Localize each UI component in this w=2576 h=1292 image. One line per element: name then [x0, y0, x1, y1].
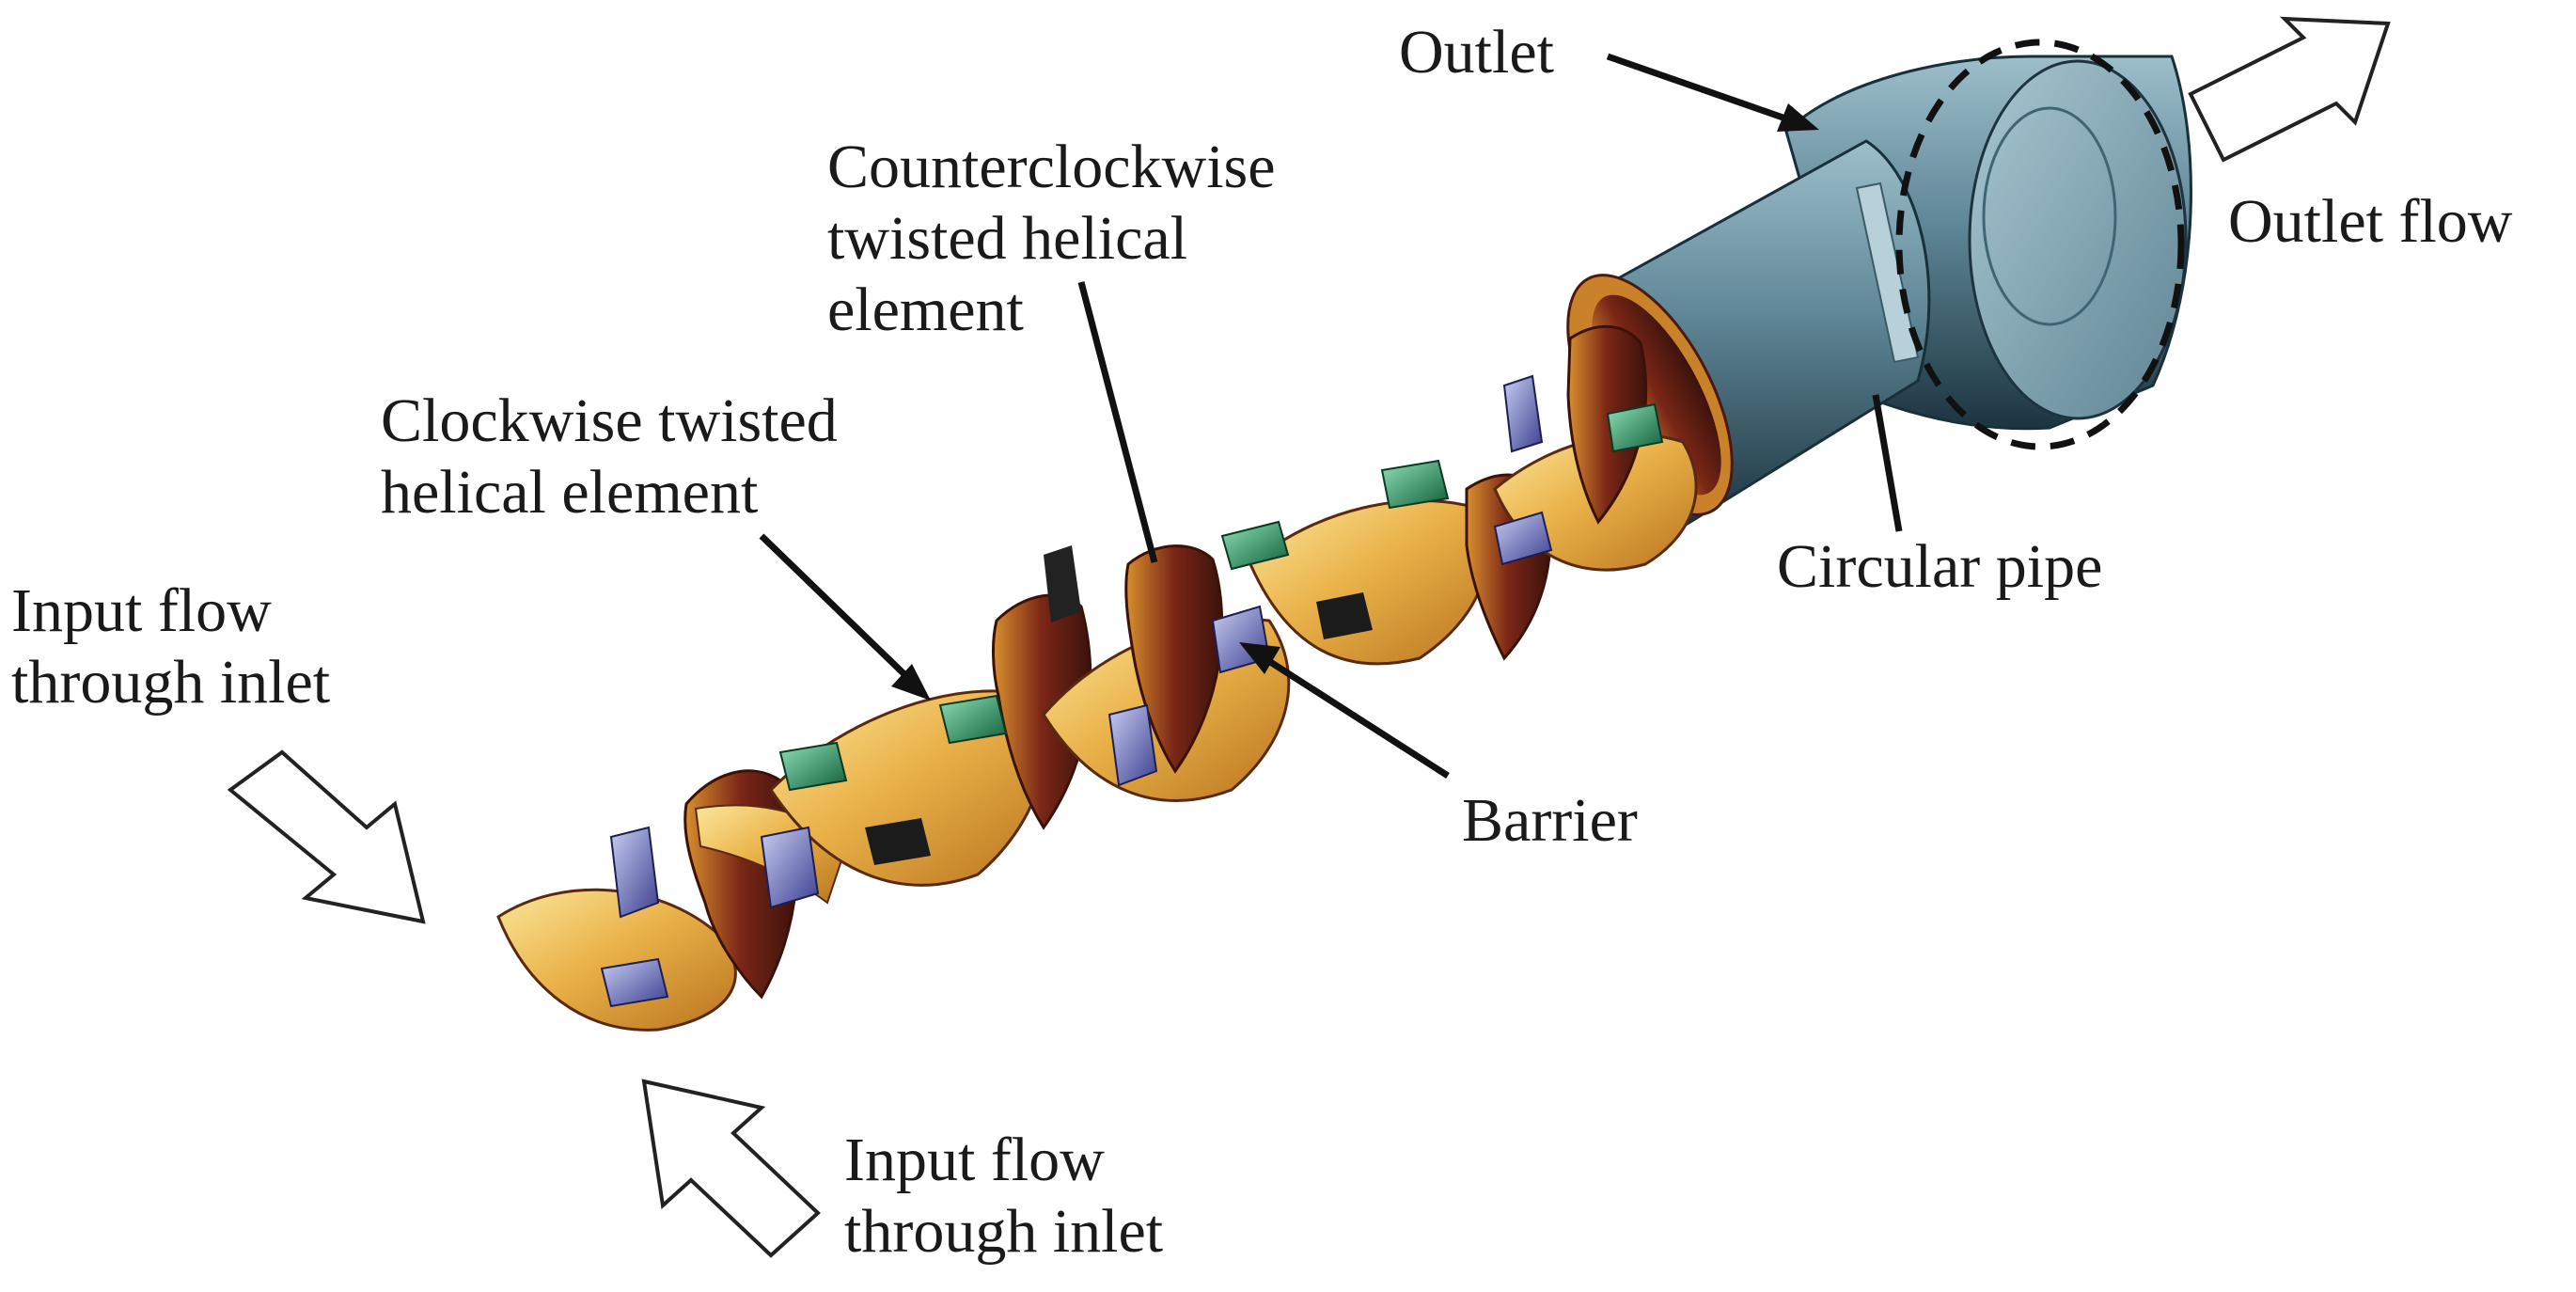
- label-circular-pipe-text: Circular pipe: [1777, 532, 2103, 601]
- label-input-flow-bottom: Input flow through inlet: [844, 1125, 1163, 1268]
- outlet-face: [1968, 59, 2188, 420]
- outlet-highlight-circle: [1895, 39, 2185, 450]
- label-circular-pipe: Circular pipe: [1777, 531, 2102, 603]
- label-ccw-line3: element: [827, 276, 1024, 344]
- label-barrier-text: Barrier: [1462, 786, 1638, 855]
- label-barrier: Barrier: [1462, 785, 1638, 857]
- label-input-bottom-line1: Input flow: [844, 1126, 1105, 1194]
- label-input-left-line1: Input flow: [11, 576, 272, 645]
- label-ccw-line2: twisted helical: [827, 204, 1188, 273]
- outlet-face-inner: [1982, 106, 2117, 326]
- inlet-arrow-left: [227, 749, 426, 924]
- helical-element-3-counterclockwise: [1042, 544, 1291, 802]
- label-outlet: Outlet: [1399, 17, 1554, 88]
- label-clockwise-element: Clockwise twisted helical element: [381, 386, 838, 528]
- label-outlet-text: Outlet: [1399, 18, 1554, 87]
- label-cw-line1: Clockwise twisted: [381, 386, 838, 455]
- outlet-flow-arrow: [2188, 16, 2391, 163]
- label-input-bottom-line2: through inlet: [844, 1197, 1164, 1266]
- leader-lines: [759, 53, 1903, 779]
- label-outlet-flow: Outlet flow: [2228, 186, 2512, 258]
- helical-element-2-clockwise: [769, 593, 1092, 887]
- barriers: [600, 374, 1664, 1008]
- label-input-flow-left: Input flow through inlet: [11, 575, 330, 718]
- inlet-arrow-bottom: [641, 1079, 821, 1258]
- label-counterclockwise-element: Counterclockwise twisted helical element: [827, 132, 1276, 346]
- pipe-slot: [1855, 181, 1920, 364]
- label-input-left-line2: through inlet: [11, 648, 331, 717]
- label-outlet-flow-text: Outlet flow: [2228, 187, 2513, 256]
- label-ccw-line1: Counterclockwise: [827, 133, 1276, 201]
- label-cw-line2: helical element: [381, 458, 759, 527]
